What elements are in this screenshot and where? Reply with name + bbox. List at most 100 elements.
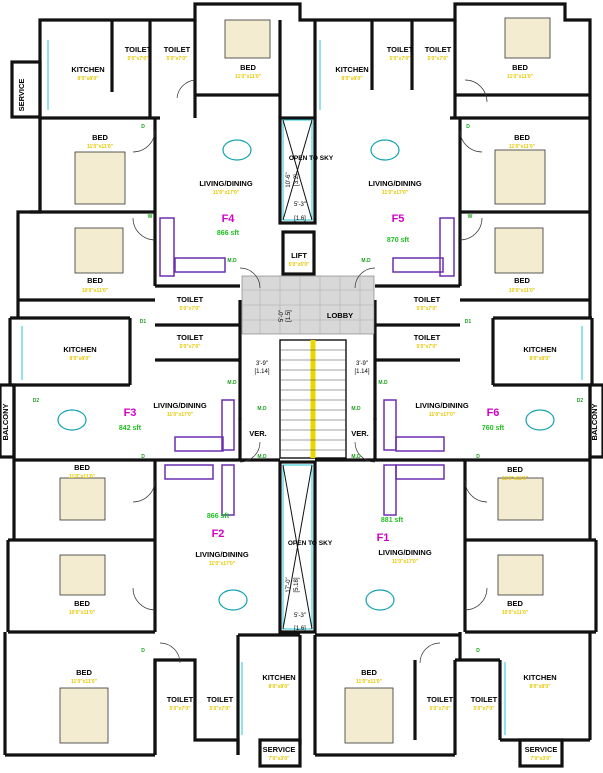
door-tag: D <box>466 124 470 130</box>
door-tag: D <box>141 124 145 130</box>
room-label: BED <box>92 133 108 142</box>
beds <box>59 17 551 744</box>
balcony-left: BALCONY <box>1 403 10 440</box>
room-dim: 11'0"x11'0" <box>356 679 383 685</box>
room-label: SERVICE <box>17 79 26 112</box>
door-tag: D <box>476 648 480 654</box>
room-label: BED <box>74 463 90 472</box>
room-dim: 10'0"x11'0" <box>82 288 109 294</box>
door-tag: D <box>141 454 145 460</box>
balcony-right: BALCONY <box>590 403 599 440</box>
flat-f5-label: F5 <box>392 213 405 225</box>
room-dim: 7'0"x3'0" <box>268 756 290 762</box>
door-tag: D <box>476 454 480 460</box>
room-label: KITCHEN <box>63 345 96 354</box>
lobby-dim-m: [1.5] <box>286 310 292 322</box>
counters <box>21 40 583 735</box>
room-label: TOILET <box>207 695 234 704</box>
sky-bottom-height-m: [5.18] <box>294 577 300 592</box>
flat-f2-living: LIVING/DINING <box>195 550 249 559</box>
room-label: TOILET <box>387 45 414 54</box>
door-tag: D1 <box>465 319 472 325</box>
lift-dim: 5'0"x5'0" <box>288 262 310 268</box>
flat-f5-living: LIVING/DINING <box>368 179 422 188</box>
flat-f6-living: LIVING/DINING <box>415 401 469 410</box>
door-tag: M.D <box>227 258 237 264</box>
room-dim: 5'0"x7'0" <box>389 56 411 62</box>
room-dim: 11'0"x17'0" <box>429 412 456 418</box>
flat-f6-area: 760 sft <box>482 425 505 432</box>
room-dim: 8'0"x8'0" <box>268 684 290 690</box>
room-dim: 11'0"x11'0" <box>69 474 96 480</box>
room-label: BED <box>361 668 377 677</box>
door-tag: M.D <box>351 406 361 412</box>
room-dim: 5'0"x7'0" <box>179 306 201 312</box>
open-to-sky-bottom: OPEN TO SKY <box>288 540 333 547</box>
lobby-dim: 5'-0" <box>279 310 285 322</box>
labels: KITCHEN 8'0"x8'0" TOILET 5'0"x7'0" TOILE… <box>1 45 599 762</box>
room-label: KITCHEN <box>523 345 556 354</box>
window-tag: W <box>148 214 153 220</box>
flat-f3-living: LIVING/DINING <box>153 401 207 410</box>
room-label: TOILET <box>414 295 441 304</box>
room-dim: 11'0"x11'0" <box>507 74 534 80</box>
door-tag: M.D <box>257 454 267 460</box>
sofas <box>159 217 455 516</box>
room-dim: 11'0"x17'0" <box>213 190 240 196</box>
room-dim: 11'0"x17'0" <box>167 412 194 418</box>
sky-bottom-width-m: [1.6] <box>294 626 306 632</box>
open-to-sky-top: OPEN TO SKY <box>289 155 334 162</box>
room-label: BED <box>507 465 523 474</box>
room-label: BED <box>74 599 90 608</box>
room-label: BED <box>507 599 523 608</box>
room-dim: 5'0"x7'0" <box>416 306 438 312</box>
room-dim: 7'0"x3'0" <box>530 756 552 762</box>
flat-f5-area: 870 sft <box>387 237 410 244</box>
ver-dim-right-m: [1.14] <box>354 369 369 375</box>
room-dim: 8'0"x8'0" <box>529 356 551 362</box>
ver-dim-left-m: [1.14] <box>254 369 269 375</box>
room-label: TOILET <box>177 333 204 342</box>
room-dim: 11'0"x11'0" <box>87 144 114 150</box>
flat-f6-label: F6 <box>487 407 500 419</box>
room-label: KITCHEN <box>262 673 295 682</box>
room-dim: 11'0"x17'0" <box>392 559 419 565</box>
room-label: BED <box>512 63 528 72</box>
room-dim: 11'0"x17'0" <box>382 190 409 196</box>
room-dim: 11'0"x11'0" <box>502 476 529 482</box>
room-label: TOILET <box>177 295 204 304</box>
ver-dim-right: 3'-9" <box>356 361 368 367</box>
sky-top-width: 5'-3" <box>294 202 306 208</box>
door-tag: M.D <box>257 406 267 412</box>
door-tag: D <box>141 648 145 654</box>
room-dim: 5'0"x7'0" <box>169 706 191 712</box>
flat-f1-area: 881 sft <box>381 517 404 524</box>
room-dim: 5'0"x7'0" <box>416 344 438 350</box>
door-tag: M.D <box>351 454 361 460</box>
door-swings <box>132 79 488 664</box>
lobby <box>241 275 375 335</box>
flat-f4-living: LIVING/DINING <box>199 179 253 188</box>
sky-top-height: 10'-6" <box>286 172 292 187</box>
lift-label: LIFT <box>291 251 307 260</box>
room-dim: 8'0"x8'0" <box>77 76 99 82</box>
room-dim: 8'0"x8'0" <box>341 76 363 82</box>
door-tag: M.D <box>227 380 237 386</box>
room-label: BED <box>87 276 103 285</box>
sky-bottom-width: 5'-3" <box>294 613 306 619</box>
flat-f2-area: 866 sft <box>207 513 230 520</box>
door-tag: D2 <box>33 398 40 404</box>
room-label: TOILET <box>414 333 441 342</box>
door-tag: M.D <box>361 258 371 264</box>
sky-top-width-m: [1.6] <box>294 216 306 222</box>
dining-tables <box>57 139 555 611</box>
open-to-sky-cross <box>282 119 313 630</box>
room-label: TOILET <box>164 45 191 54</box>
room-dim: 5'0"x7'0" <box>209 706 231 712</box>
room-label: BED <box>514 133 530 142</box>
room-label: KITCHEN <box>71 65 104 74</box>
sky-top-height-m: [3.2] <box>294 174 300 186</box>
